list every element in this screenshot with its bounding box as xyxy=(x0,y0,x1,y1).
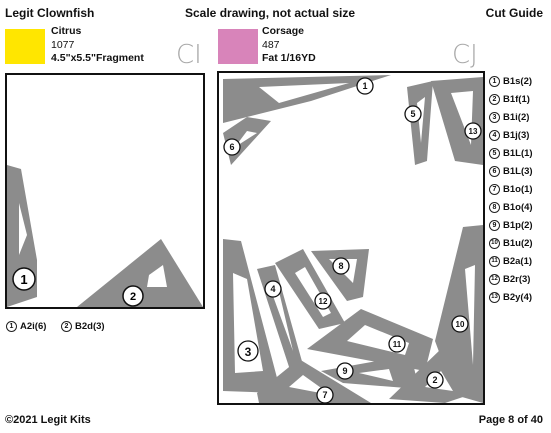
fabric-code: 1077 xyxy=(51,38,75,51)
legend-number: 13 xyxy=(489,291,500,303)
piece-number-cj-10: 10 xyxy=(456,320,465,329)
legend-number: 5 xyxy=(489,147,500,159)
piece-number-cj-11: 11 xyxy=(393,340,402,349)
piece-shape-cj-9 xyxy=(321,355,419,389)
fabric-cut: 4.5"x5.5"Fragment xyxy=(51,52,144,64)
legend-code: B2r(3) xyxy=(503,273,531,285)
legend-code: B1L(1) xyxy=(503,147,533,159)
piece-number-cj-13: 13 xyxy=(469,127,478,136)
piece-number-cj-1: 1 xyxy=(362,81,367,91)
legend-code: B2d(3) xyxy=(75,321,105,332)
legend-code: B2y(4) xyxy=(503,291,533,303)
fabric-code: 487 xyxy=(262,38,280,51)
legend-number: 12 xyxy=(489,273,500,285)
cut-layout-ci: 1 2 xyxy=(7,165,203,307)
piece-number-cj-8: 8 xyxy=(338,261,343,271)
fabric-label-cj: CJ xyxy=(452,40,478,70)
fabric-swatch-corsage xyxy=(218,29,258,64)
legend-number: 4 xyxy=(489,129,500,141)
legend-code: B1o(1) xyxy=(503,183,533,195)
legend-code: B1o(4) xyxy=(503,201,533,213)
cut-panel-cj: 1 6 5 13 3 4 12 8 11 10 9 7 2 xyxy=(217,71,485,405)
ci-legend-item-1: 1 A2i(6) xyxy=(6,321,46,332)
legend-number: 1 xyxy=(6,321,17,332)
piece-shape-ci-2 xyxy=(77,239,203,307)
legend-number: 6 xyxy=(489,165,500,177)
legend-number: 3 xyxy=(489,111,500,123)
legend-number: 2 xyxy=(61,321,72,332)
piece-shape-cj-5 xyxy=(407,81,433,165)
legend-code: B2a(1) xyxy=(503,255,533,267)
piece-number-cj-2: 2 xyxy=(432,375,437,385)
piece-number-cj-7: 7 xyxy=(322,390,327,400)
page-number: Page 8 of 40 xyxy=(478,414,543,426)
piece-marker-ci-1 xyxy=(12,267,36,291)
legend-number: 2 xyxy=(489,93,500,105)
piece-shape-cj-3 xyxy=(223,239,281,393)
piece-shape-cj-7 xyxy=(257,359,371,403)
fabric-name: Citrus xyxy=(51,25,82,37)
fabric-cut: Fat 1/16YD xyxy=(262,52,316,64)
legend-number: 1 xyxy=(489,75,500,87)
fabric-name: Corsage xyxy=(262,25,305,37)
piece-number-cj-12: 12 xyxy=(319,297,328,306)
pattern-title: Legit Clownfish xyxy=(5,6,95,20)
fabric-label-ci: CI xyxy=(176,40,202,70)
legend-code: B1i(2) xyxy=(503,111,530,123)
cut-guide-title: Cut Guide xyxy=(485,6,543,20)
piece-shape-cj-8 xyxy=(311,249,369,301)
legend-number: 11 xyxy=(489,255,500,267)
piece-number-cj-6: 6 xyxy=(229,142,234,152)
legend-code: B1L(3) xyxy=(503,165,533,177)
legend-code: B1p(2) xyxy=(503,219,533,231)
legend-number: 7 xyxy=(489,183,500,195)
legend-number: 10 xyxy=(489,237,500,249)
piece-shape-cj-1 xyxy=(223,75,391,123)
piece-number-ci-2: 2 xyxy=(130,291,136,303)
legend-number: 8 xyxy=(489,201,500,213)
fabric-info-corsage: Corsage 487 Fat 1/16YD xyxy=(262,25,316,66)
legend-code: A2i(6) xyxy=(20,321,47,332)
fabric-info-citrus: Citrus 1077 4.5"x5.5"Fragment xyxy=(51,25,144,66)
piece-shape-cj-11 xyxy=(307,309,433,371)
piece-number-cj-5: 5 xyxy=(410,109,415,119)
fabric-swatch-citrus xyxy=(5,29,45,64)
legend-code: B1u(2) xyxy=(503,237,533,249)
cut-panel-ci: 1 2 xyxy=(5,73,205,309)
legend-code: B1j(3) xyxy=(503,129,530,141)
legend-code: B1f(1) xyxy=(503,93,530,105)
piece-shape-cj-13 xyxy=(431,77,483,165)
scale-note: Scale drawing, not actual size xyxy=(185,6,356,20)
piece-number-cj-4: 4 xyxy=(270,284,275,294)
piece-number-cj-9: 9 xyxy=(342,366,347,376)
cut-layout-cj: 1 6 5 13 3 4 12 8 11 10 9 7 2 xyxy=(223,75,483,403)
legend-number: 9 xyxy=(489,219,500,231)
piece-shape-cj-10 xyxy=(435,225,483,403)
piece-shape-cj-12 xyxy=(275,249,345,329)
piece-marker-ci-2 xyxy=(122,285,144,307)
ci-legend-item-2: 2 B2d(3) xyxy=(61,321,105,332)
copyright: ©2021 Legit Kits xyxy=(5,414,91,426)
legend-code: B1s(2) xyxy=(503,75,533,87)
piece-number-cj-3: 3 xyxy=(245,345,252,359)
piece-markers-cj xyxy=(223,77,482,403)
piece-number-ci-1: 1 xyxy=(20,272,27,287)
